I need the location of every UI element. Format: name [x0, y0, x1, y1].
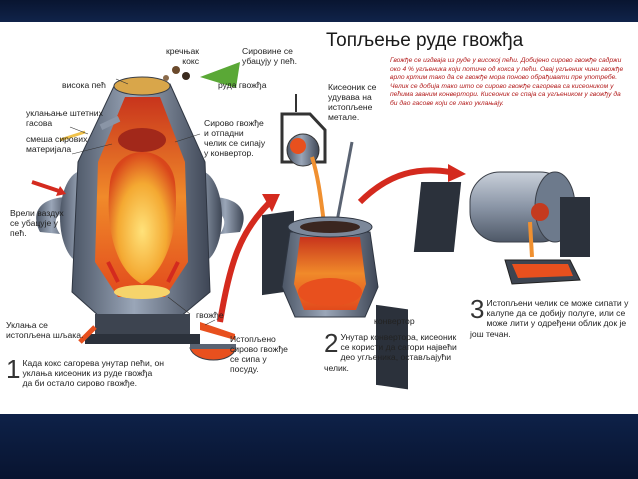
label-hot-air: Врели ваздух се убацује у пећ.: [10, 208, 64, 238]
coke-lump: [172, 66, 180, 74]
step-number: 3: [470, 294, 485, 324]
flow-arrow-to-casting: [357, 167, 451, 205]
slag-stream: [78, 325, 97, 344]
casting-stream: [528, 221, 534, 258]
furnace-mouth: [113, 76, 171, 96]
step-text: Када кокс сагорева унутар пећи, он уклањ…: [22, 358, 165, 389]
label-oxygen-blown: Кисеоник се удувава на истопљене метале.: [328, 82, 377, 122]
raw-material-mixture: [118, 128, 166, 152]
label-converter: конвертор: [374, 316, 415, 326]
iron-smelting-illustration: [31, 62, 590, 390]
flow-arrowhead-to-casting: [448, 164, 466, 182]
furnace-plinth: [85, 334, 200, 344]
label-blast-furnace: висока пећ: [62, 80, 106, 90]
label-raw-materials: Сировине се убацују у пећ.: [242, 46, 297, 66]
hot-air-arrowhead: [56, 186, 66, 196]
converter-vessel: [262, 210, 408, 390]
label-pig-iron-scrap: Сирово гвожђе и отпадни челик се сипају …: [204, 118, 266, 158]
label-iron-ore: руда гвожђа: [218, 80, 267, 90]
coke-lump: [182, 72, 190, 80]
label-coke: кречњак кокс: [166, 46, 200, 66]
page-title: Топљење руде гвожђа: [326, 30, 524, 51]
step-2: 2 Унутар конвертора, кисеоник се користи…: [324, 328, 462, 373]
label-mixture: смеша сирових материјала: [26, 134, 88, 154]
step-text: Истопљени челик се може сипати у калупе …: [470, 298, 629, 339]
step-3: 3 Истопљени челик се може сипати у калуп…: [470, 294, 629, 339]
coke-lump: [163, 75, 169, 81]
label-slag-removed: Уклања се истопљена шљака.: [6, 320, 84, 340]
diagram-panel: Топљење руде гвожђа Гвожђе се издваја из…: [0, 22, 638, 414]
casting-tank: [413, 171, 590, 285]
furnace-base: [95, 314, 190, 336]
iron-tap-stream: [200, 322, 235, 340]
ore-chute: [200, 62, 240, 88]
flow-arrow-to-converter: [217, 199, 273, 323]
blast-furnace: [36, 76, 244, 361]
air-inlet-arrows: [106, 261, 180, 283]
step-number: 1: [6, 354, 21, 384]
description-text: Гвожђе се издваја из руде у високој пећи…: [390, 57, 624, 107]
flow-arrowhead-to-converter: [262, 194, 280, 212]
step-text: Унутар конвертора, кисеоник се користи д…: [324, 332, 457, 373]
bottom-frame-band: [0, 414, 638, 479]
step-number: 2: [324, 328, 339, 358]
label-iron: гвожђе: [196, 310, 224, 320]
step-1: 1 Када кокс сагорева унутар пећи, он укл…: [6, 354, 165, 389]
molten-steel: [512, 264, 573, 278]
top-frame-band: [0, 0, 638, 22]
label-removing-gases: уклањање штетних гасова: [26, 108, 103, 128]
label-molten-pig-iron: Истопљено сирово гвожђе се сипа у посуду…: [230, 334, 288, 374]
pouring-ladle: [280, 94, 328, 238]
furnace-core: [108, 152, 176, 284]
gas-outlet: [99, 116, 121, 130]
hot-air-arrow: [31, 180, 63, 194]
gas-removal-arrow: [59, 130, 86, 142]
ladle-rim: [190, 344, 236, 349]
molten-iron-pool: [114, 285, 170, 299]
